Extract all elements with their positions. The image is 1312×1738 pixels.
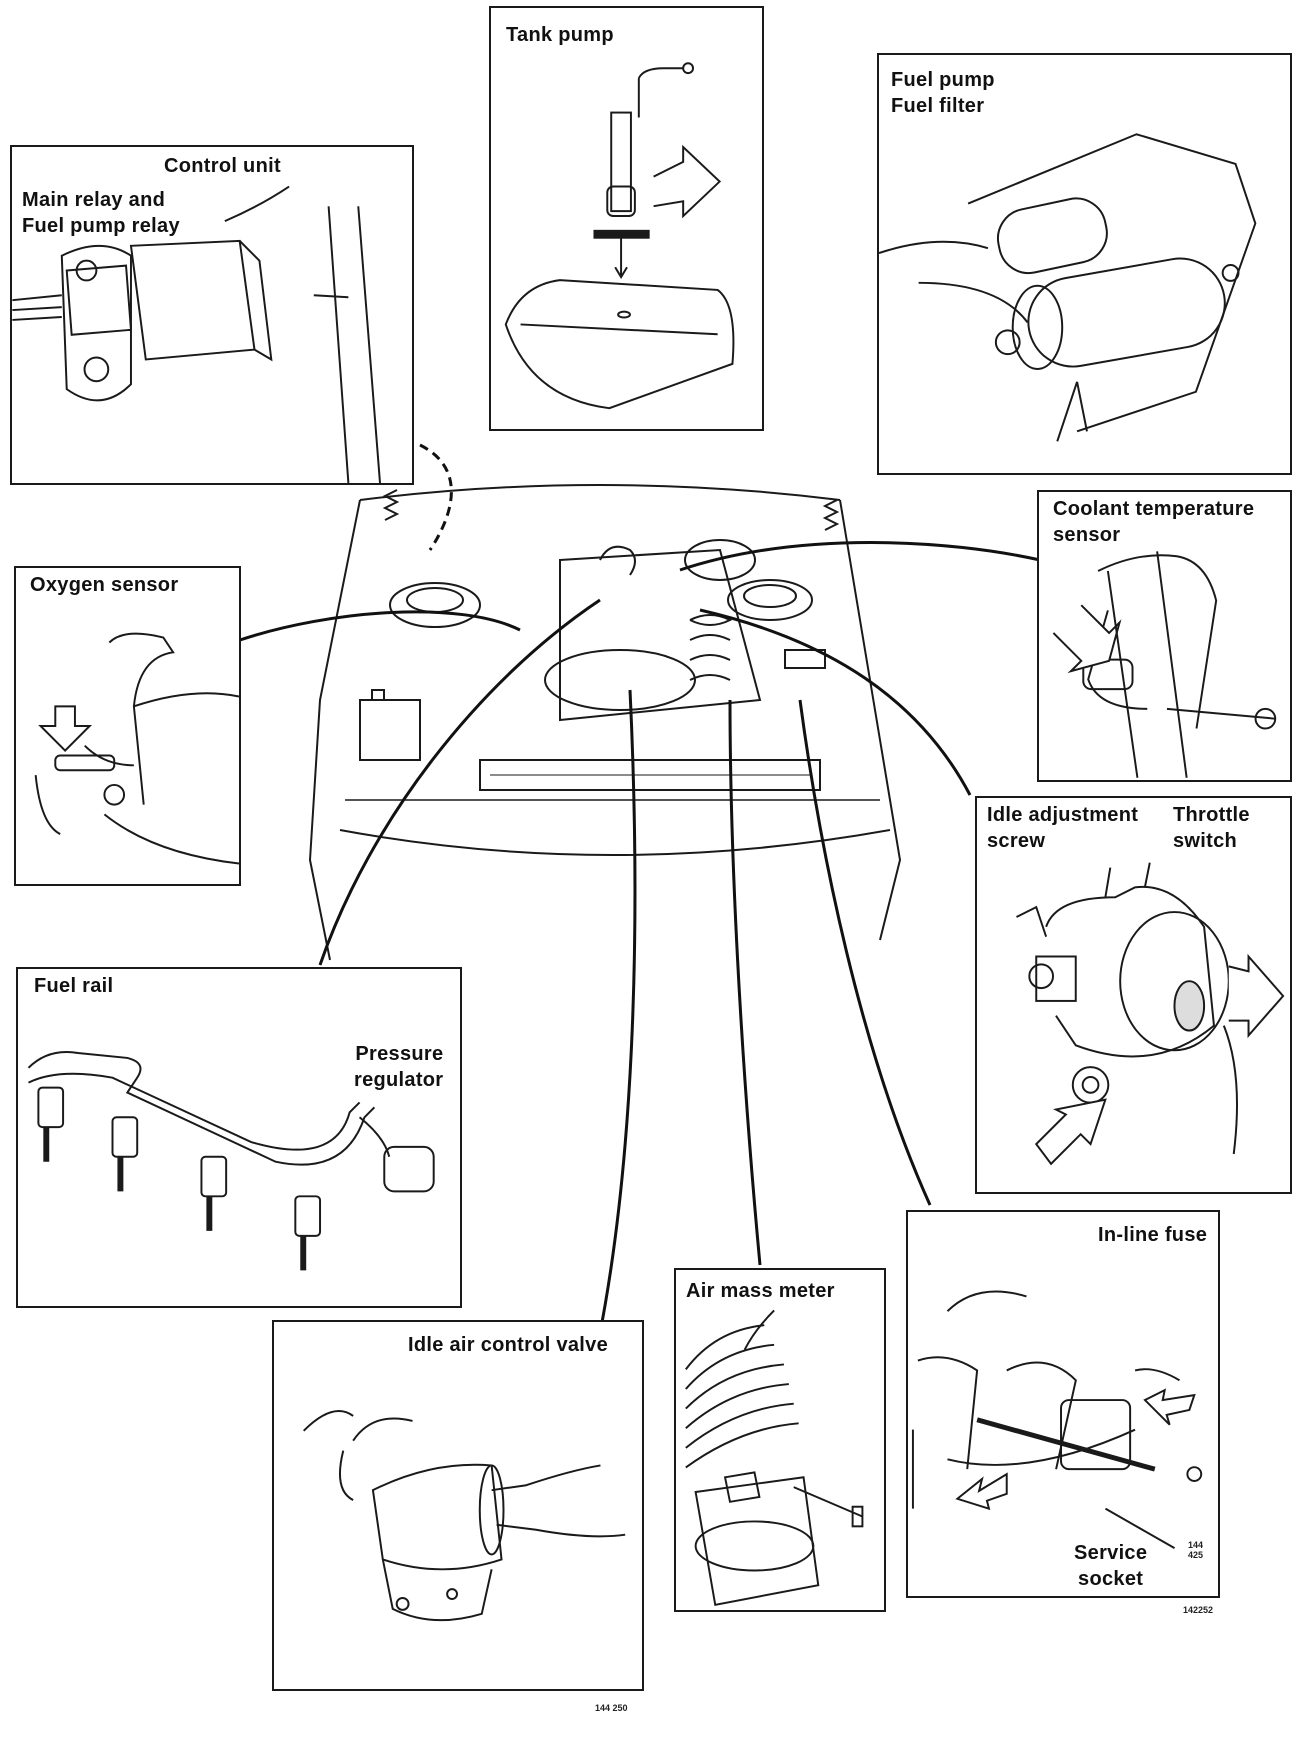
inline-fuse-icon	[911, 1290, 1203, 1549]
oxygen-sensor-panel: Oxygen sensor	[14, 566, 241, 886]
oxygen-label: Oxygen sensor	[30, 574, 179, 596]
control-unit-icon	[12, 185, 381, 483]
fuel-pump-filter-icon	[879, 133, 1257, 442]
air-mass-meter-panel: Air mass meter	[674, 1268, 886, 1612]
idle-adjustment-throttle-panel: Idle adjustment screw Throttle switch	[975, 796, 1292, 1194]
bottom-figure-number: 144 250	[595, 1703, 628, 1713]
pressure-regulator-label: Pressure regulator	[354, 1043, 444, 1091]
idle-air-control-valve-panel: Idle air control valve	[272, 1320, 644, 1691]
control-unit-label: Control unit	[164, 155, 281, 177]
fuel-rail-label: Fuel rail	[34, 975, 114, 997]
main-figure-number: 142252	[1183, 1605, 1214, 1615]
main-relay-label: Main relay and Fuel pump relay	[22, 189, 180, 237]
fuel-rail-panel: Fuel rail Pressure regulator	[16, 967, 462, 1308]
coolant-label: Coolant temperature sensor	[1053, 498, 1255, 546]
fuel-pump-filter-panel: Fuel pump Fuel filter	[877, 53, 1292, 475]
coolant-sensor-icon	[1052, 551, 1277, 778]
tank-pump-panel: Tank pump	[489, 6, 764, 431]
air-mass-meter-icon	[685, 1309, 864, 1606]
tank-pump-label: Tank pump	[506, 24, 614, 46]
fuel-pump-filter-label: Fuel pump Fuel filter	[891, 69, 995, 117]
iac-valve-label: Idle air control valve	[408, 1334, 609, 1356]
air-mass-meter-label: Air mass meter	[686, 1280, 835, 1302]
inline-fuse-panel: In-line fuse Service socket 144 425	[906, 1210, 1220, 1598]
idle-air-control-valve-icon	[302, 1410, 626, 1622]
fuse-figure-number: 144 425	[1188, 1540, 1204, 1560]
idle-adjustment-label: Idle adjustment screw	[987, 804, 1139, 852]
control-unit-panel: Control unit Main relay and Fuel pump re…	[10, 145, 414, 485]
service-socket-label: Service socket	[1074, 1542, 1148, 1590]
inline-fuse-label: In-line fuse	[1098, 1224, 1208, 1246]
oxygen-sensor-icon	[34, 632, 239, 865]
throttle-switch-label: Throttle switch	[1173, 804, 1250, 852]
coolant-temperature-sensor-panel: Coolant temperature sensor	[1037, 490, 1292, 782]
throttle-housing-icon	[1016, 862, 1285, 1166]
tank-pump-icon	[504, 62, 735, 410]
fuel-rail-icon	[27, 1051, 435, 1271]
